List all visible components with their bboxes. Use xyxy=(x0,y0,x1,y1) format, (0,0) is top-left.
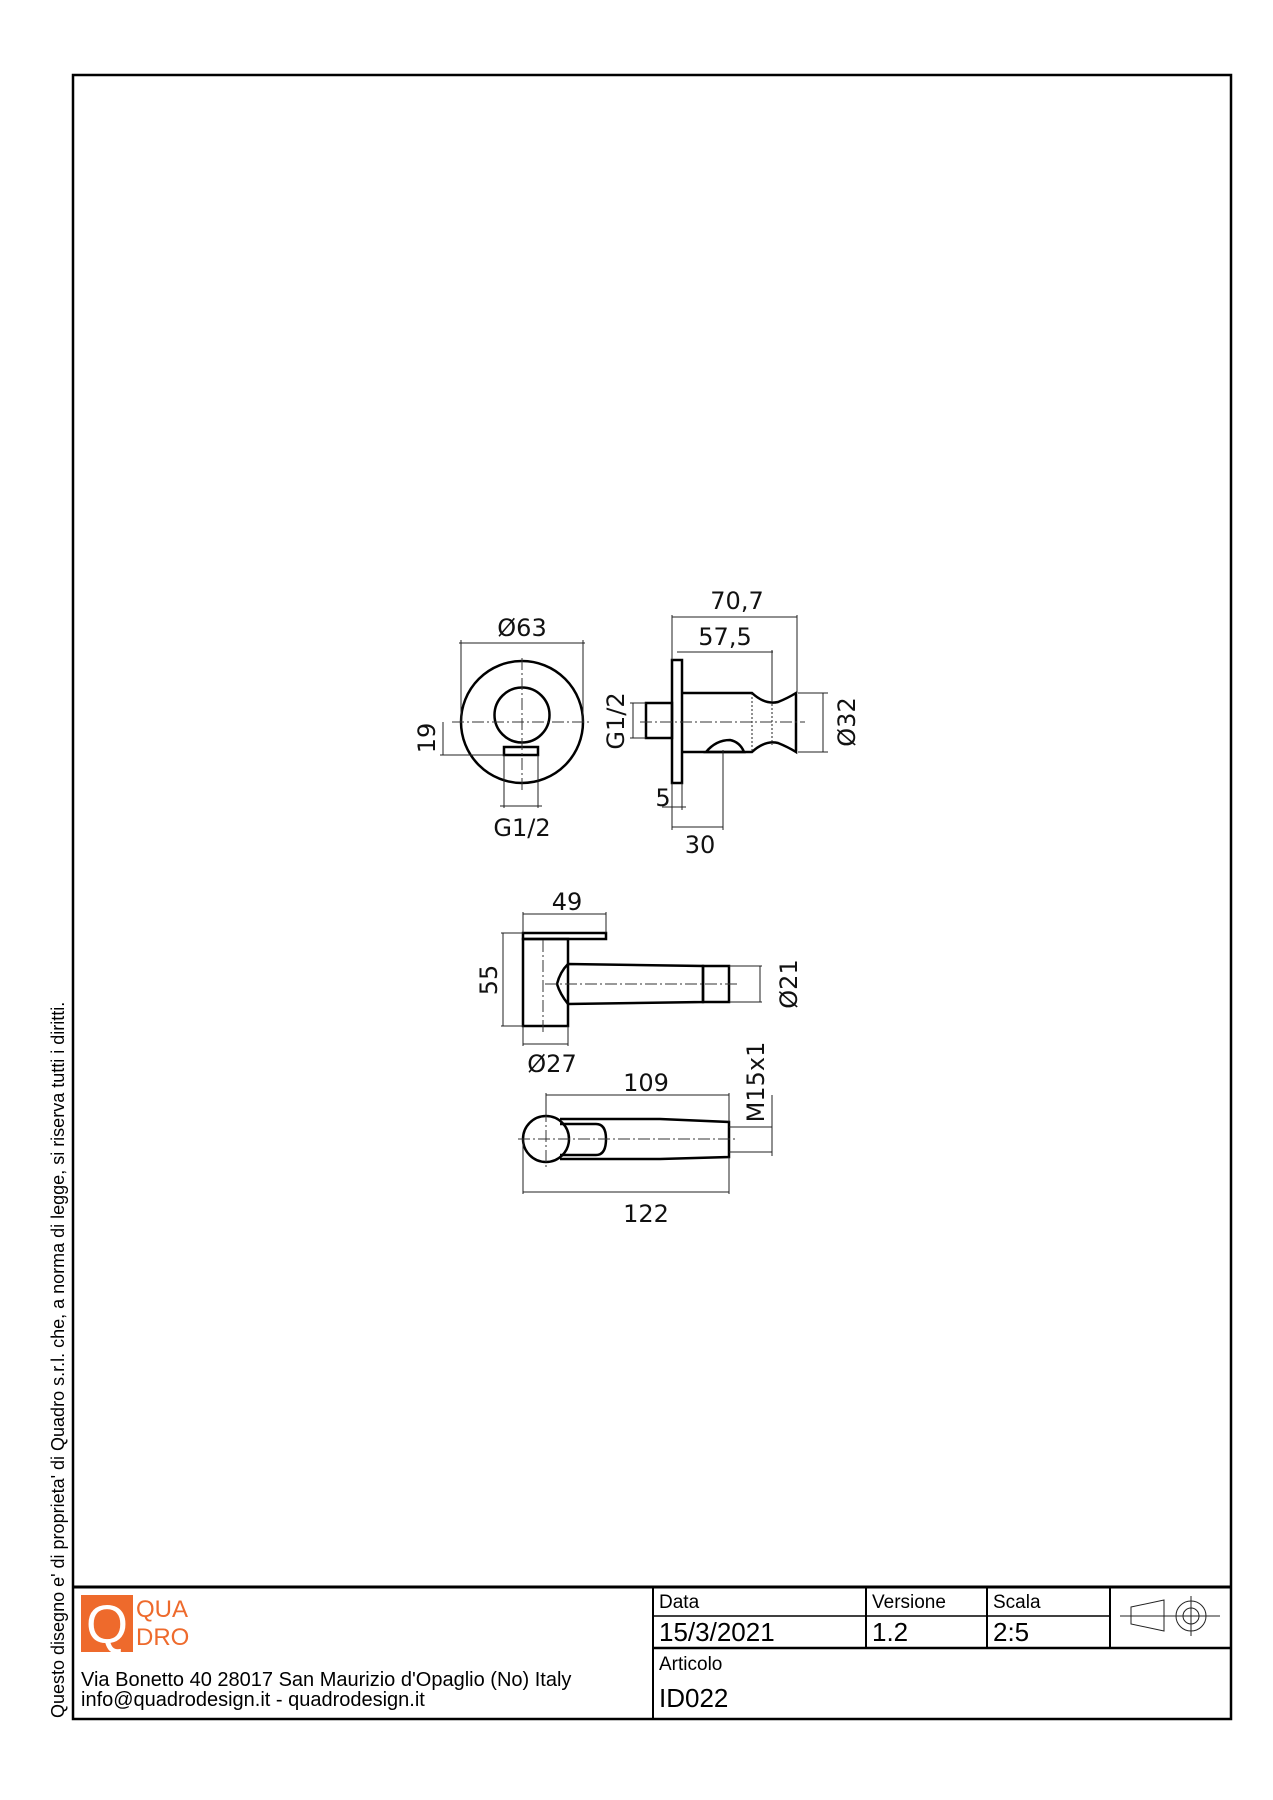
dim-front-thread: G1/2 xyxy=(493,814,550,842)
dim-top-height: 55 xyxy=(475,965,503,996)
dim-front-diameter: Ø63 xyxy=(497,614,546,642)
data-label: Data xyxy=(659,1592,700,1613)
scala-value: 2:5 xyxy=(993,1617,1029,1647)
dim-side-thread: G1/2 xyxy=(602,692,630,749)
dim-side-plate: 5 xyxy=(655,784,670,812)
bottom-view: 109 122 M15x1 xyxy=(518,1042,773,1228)
scala-label: Scala xyxy=(993,1592,1041,1613)
company-contact: info@quadrodesign.it - quadrodesign.it xyxy=(81,1689,425,1711)
dim-bottom-thread: M15x1 xyxy=(742,1042,770,1123)
title-block: Q QUA DRO Via Bonetto 40 28017 San Mauri… xyxy=(73,1585,1231,1719)
dim-side-diameter: Ø32 xyxy=(833,697,861,746)
svg-text:Q: Q xyxy=(86,1595,128,1655)
versione-value: 1.2 xyxy=(872,1617,908,1647)
copyright-note: Questo disegno e' di proprieta' di Quadr… xyxy=(48,1002,68,1718)
drawing-frame xyxy=(71,73,1233,1721)
front-view: Ø63 19 G1/2 xyxy=(413,614,592,842)
quadro-logo: Q QUA DRO xyxy=(81,1595,189,1655)
dim-top-tip-diameter: Ø21 xyxy=(775,959,803,1008)
side-view: 70,7 57,5 G1/2 Ø32 5 30 xyxy=(602,587,861,859)
svg-text:DRO: DRO xyxy=(136,1624,189,1651)
dim-bottom-inner: 109 xyxy=(623,1069,669,1097)
company-address: Via Bonetto 40 28017 San Maurizio d'Opag… xyxy=(81,1669,571,1691)
dim-side-knob: 30 xyxy=(685,831,716,859)
dim-side-body: 57,5 xyxy=(698,623,751,651)
dim-front-offset: 19 xyxy=(413,723,441,754)
dim-top-body-diameter: Ø27 xyxy=(527,1050,576,1078)
dim-bottom-overall: 122 xyxy=(623,1200,669,1228)
dim-side-overall: 70,7 xyxy=(710,587,763,615)
first-angle-projection-icon xyxy=(1120,1596,1220,1636)
articolo-value: ID022 xyxy=(659,1683,728,1713)
versione-label: Versione xyxy=(872,1592,946,1613)
articolo-label: Articolo xyxy=(659,1654,722,1675)
data-value: 15/3/2021 xyxy=(659,1617,775,1647)
dim-top-width: 49 xyxy=(552,888,583,916)
top-view: 49 55 Ø27 Ø21 xyxy=(475,888,803,1078)
svg-text:QUA: QUA xyxy=(136,1596,188,1623)
